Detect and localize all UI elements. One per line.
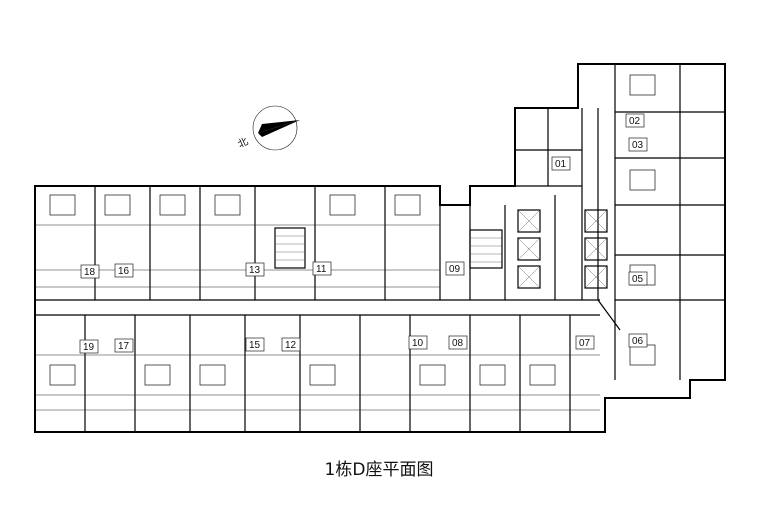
svg-text:16: 16 bbox=[118, 266, 130, 277]
svg-text:09: 09 bbox=[449, 264, 461, 275]
unit-label-17: 17 bbox=[114, 338, 134, 353]
svg-text:13: 13 bbox=[249, 265, 261, 276]
svg-text:06: 06 bbox=[632, 336, 644, 347]
unit-label-11: 11 bbox=[312, 261, 332, 276]
svg-text:01: 01 bbox=[555, 159, 567, 170]
unit-label-05: 05 bbox=[628, 271, 648, 286]
svg-text:05: 05 bbox=[632, 274, 644, 285]
svg-text:15: 15 bbox=[249, 340, 261, 351]
building-outline bbox=[34, 63, 726, 433]
north-units bbox=[35, 186, 556, 300]
svg-text:12: 12 bbox=[285, 340, 297, 351]
unit-label-02: 02 bbox=[625, 113, 645, 128]
svg-text:10: 10 bbox=[412, 338, 424, 349]
unit-label-09: 09 bbox=[445, 261, 465, 276]
plan-caption: 1栋D座平面图 bbox=[324, 460, 434, 480]
unit-label-18: 18 bbox=[80, 264, 100, 279]
unit-label-19: 19 bbox=[79, 339, 99, 354]
north-arrow-icon: 北 bbox=[236, 105, 300, 151]
unit-label-08: 08 bbox=[448, 335, 468, 350]
north-label: 北 bbox=[236, 135, 250, 150]
svg-text:18: 18 bbox=[84, 267, 96, 278]
unit-label-03: 03 bbox=[628, 137, 648, 152]
svg-text:03: 03 bbox=[632, 140, 644, 151]
unit-label-06: 06 bbox=[628, 333, 648, 348]
svg-text:08: 08 bbox=[452, 338, 464, 349]
unit-label-01: 01 bbox=[551, 156, 571, 171]
svg-text:07: 07 bbox=[579, 338, 591, 349]
unit-label-12: 12 bbox=[281, 337, 301, 352]
svg-text:11: 11 bbox=[316, 264, 327, 275]
unit-label-15: 15 bbox=[245, 337, 265, 352]
circulation-cores bbox=[274, 209, 608, 289]
fixtures bbox=[49, 74, 656, 386]
unit-label-13: 13 bbox=[245, 262, 265, 277]
unit-label-07: 07 bbox=[575, 335, 595, 350]
unit-label-10: 10 bbox=[408, 335, 428, 350]
svg-text:19: 19 bbox=[83, 342, 95, 353]
unit-label-16: 16 bbox=[114, 263, 134, 278]
svg-text:17: 17 bbox=[118, 341, 130, 352]
unit-labels: 01 02 03 05 06 07 08 09 10 11 12 13 15 1… bbox=[79, 113, 648, 354]
east-wing-units bbox=[515, 64, 725, 380]
south-units bbox=[35, 315, 600, 432]
svg-text:02: 02 bbox=[629, 116, 641, 127]
